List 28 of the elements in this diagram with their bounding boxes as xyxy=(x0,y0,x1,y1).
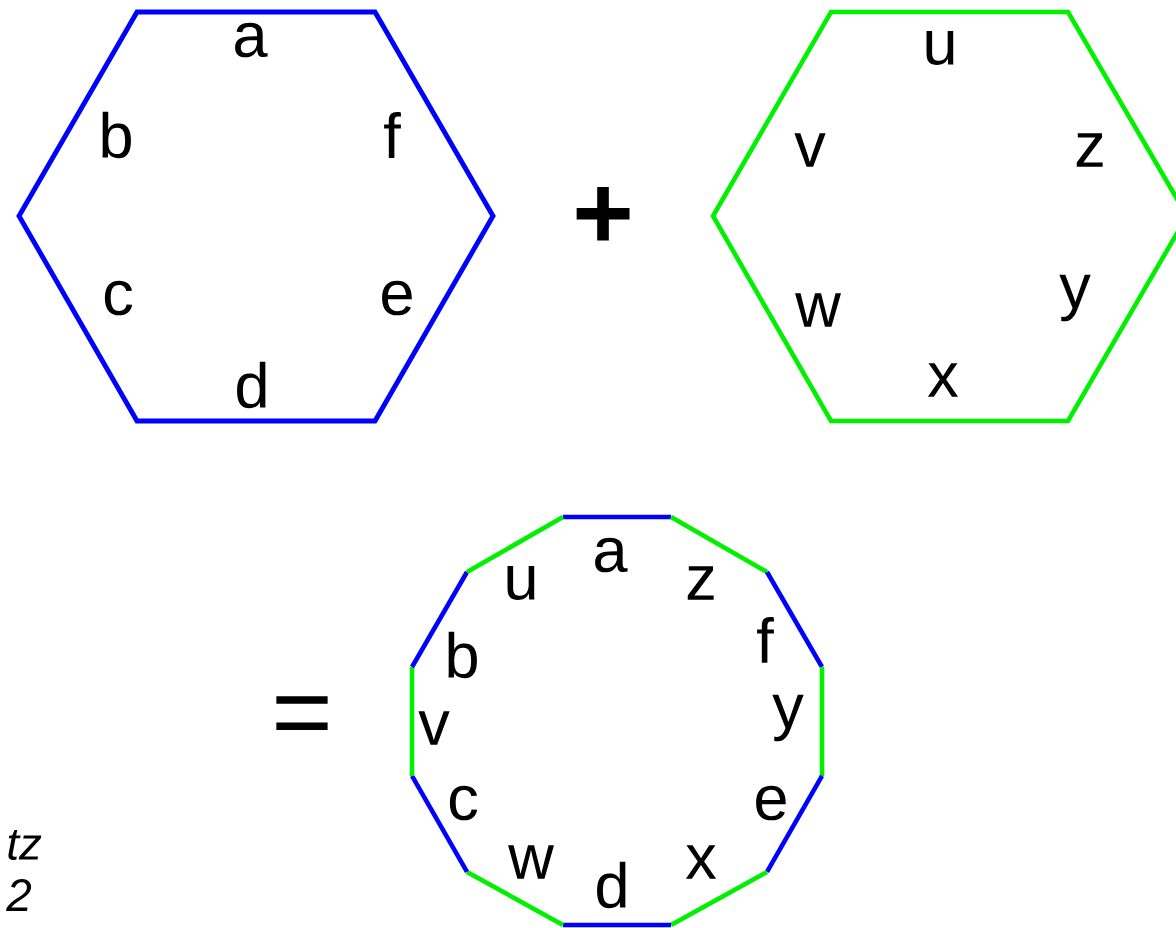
side-letter: u xyxy=(926,31,954,65)
side-letter: v xyxy=(794,133,826,167)
author-note: tz xyxy=(8,830,42,860)
side-letter: u xyxy=(507,566,535,600)
side-letter: d xyxy=(597,861,626,909)
side-letter: e xyxy=(382,280,412,316)
side-letter: c xyxy=(104,280,133,316)
side-letter: f xyxy=(757,617,774,663)
side-letter: w xyxy=(508,845,554,879)
side-letter: z xyxy=(1076,133,1103,167)
side-letter: f xyxy=(384,112,401,158)
side-letter: x xyxy=(927,363,959,397)
side-letter: a xyxy=(595,537,628,573)
author-note: 2 xyxy=(6,879,32,911)
side-letter: a xyxy=(235,22,268,58)
side-letter: y xyxy=(1059,274,1091,322)
side-letter: b xyxy=(448,631,477,679)
side-letter: x xyxy=(685,845,717,879)
side-letter: y xyxy=(772,694,804,742)
side-letter: v xyxy=(418,711,450,745)
side-letter: b xyxy=(102,111,131,159)
equals-sign: = xyxy=(276,696,328,731)
side-letter: w xyxy=(795,293,841,327)
side-letter: e xyxy=(756,785,786,821)
plus-sign: + xyxy=(576,187,630,241)
side-letter: c xyxy=(449,785,478,821)
side-letter: z xyxy=(687,566,714,600)
side-letter: d xyxy=(237,361,266,409)
